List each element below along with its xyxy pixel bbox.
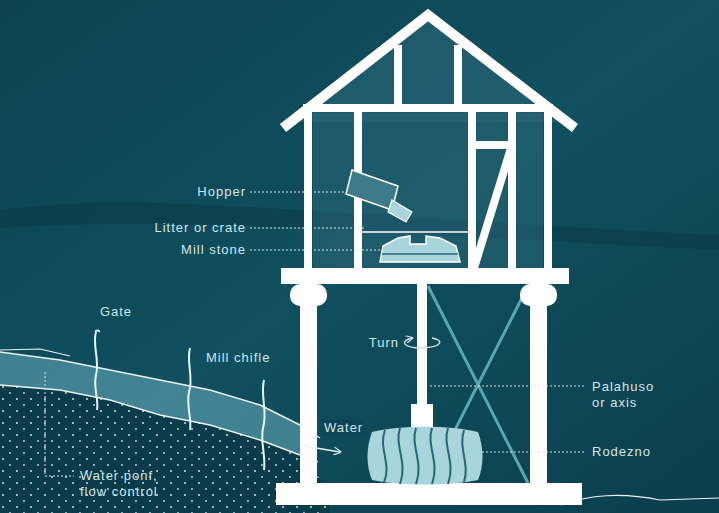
base-slab	[276, 483, 582, 505]
post-capital	[290, 284, 327, 306]
part-label: Gate	[100, 304, 132, 320]
litter-crate	[359, 231, 471, 233]
roof	[283, 15, 575, 128]
part-label: Palahuso or axis	[592, 379, 666, 411]
part-label: Water	[322, 420, 365, 436]
ground-line	[560, 495, 719, 505]
rodezno	[368, 427, 483, 485]
part-label: Turn	[369, 335, 399, 351]
water-channel	[0, 352, 300, 455]
turn-arrow	[405, 338, 440, 348]
axis-hub	[411, 404, 433, 430]
part-label: Mill chifle	[206, 350, 270, 366]
water-arrow	[304, 446, 340, 452]
part-label: Water ponf, flow control	[80, 468, 176, 500]
leader-lines	[45, 192, 586, 476]
floor	[281, 268, 569, 284]
axis	[417, 284, 427, 406]
rodezno-blades	[383, 428, 466, 484]
gate	[262, 380, 265, 470]
part-label: Rodezno	[592, 444, 651, 460]
roof-fill	[290, 18, 568, 122]
bank-edge	[0, 349, 70, 356]
gate	[96, 331, 99, 333]
gate	[188, 348, 191, 430]
post	[300, 300, 317, 485]
hopper-spout	[388, 200, 412, 222]
frame	[303, 45, 553, 272]
gate	[95, 332, 98, 410]
part-label: Hopper	[197, 184, 246, 200]
part-label: Litter or crate	[154, 220, 246, 236]
mill-stone	[380, 236, 460, 262]
post	[530, 300, 547, 485]
part-label: Mill stone	[181, 242, 246, 258]
mill-stone-line	[382, 253, 458, 255]
post-capital	[520, 284, 557, 306]
